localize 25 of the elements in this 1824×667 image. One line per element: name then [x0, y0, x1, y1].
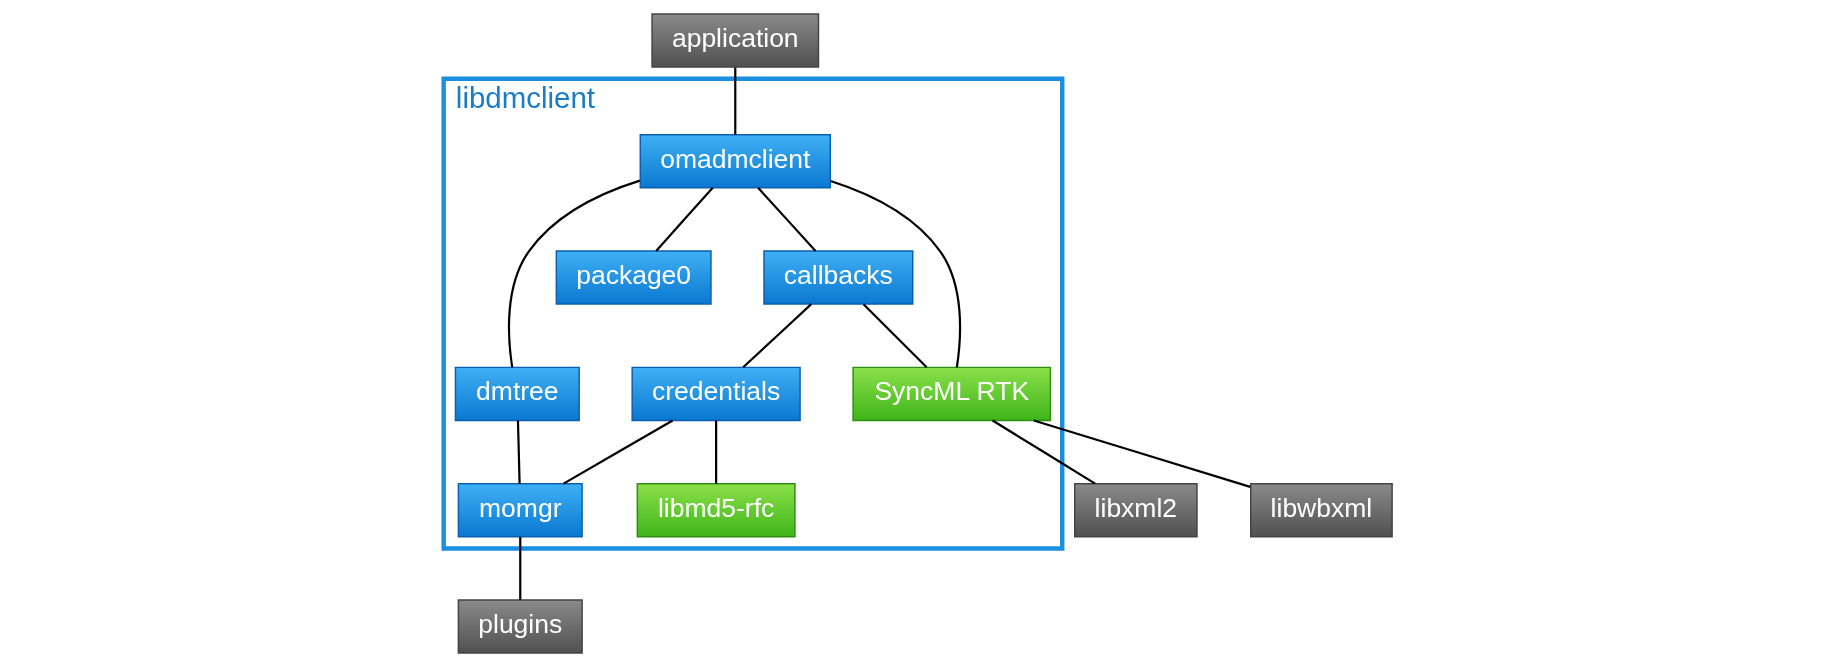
node-box: application [651, 13, 820, 68]
node-box: libmd5-rfc [636, 483, 796, 538]
connector [563, 419, 674, 485]
connector [655, 187, 714, 252]
connector [742, 303, 812, 369]
connector [757, 187, 817, 252]
connector [830, 179, 962, 368]
connector [734, 67, 737, 135]
connector [516, 420, 521, 484]
connector [519, 536, 522, 600]
node-box: plugins [457, 599, 583, 654]
node-box: callbacks [763, 250, 914, 305]
node-box: libwbxml [1250, 483, 1393, 538]
connector [507, 179, 641, 368]
node-box: package0 [555, 250, 712, 305]
node-box: momgr [457, 483, 583, 538]
node-box: libxml2 [1074, 483, 1198, 538]
connector [862, 303, 928, 369]
node-box: SyncML RTK [852, 366, 1052, 422]
node-box: credentials [631, 366, 801, 422]
node-box: dmtree [454, 366, 580, 422]
connector [715, 420, 718, 484]
node-box: omadmclient [639, 133, 831, 189]
connector [992, 419, 1096, 485]
connector [1033, 419, 1251, 488]
